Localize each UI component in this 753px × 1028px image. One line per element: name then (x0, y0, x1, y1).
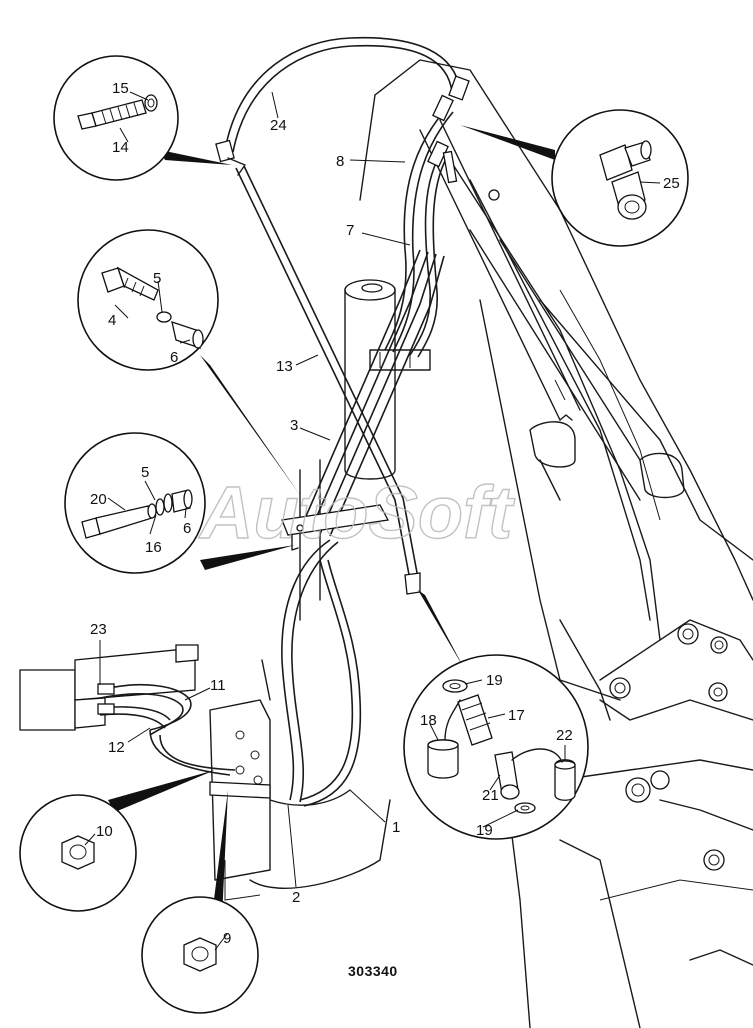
callout-17: 17 (508, 707, 525, 724)
callout-19-bottom: 19 (476, 822, 493, 839)
callout-22: 22 (556, 727, 573, 744)
callout-3: 3 (290, 417, 298, 434)
leader-lines (84, 91, 661, 951)
boom-pins (488, 189, 728, 871)
hydraulic-rams (419, 119, 685, 501)
clamp-bar (281, 504, 390, 551)
callout-24: 24 (270, 117, 287, 134)
callout-16: 16 (145, 539, 162, 556)
callout-15: 15 (112, 80, 129, 97)
hoses-1-2 (269, 539, 362, 807)
lower-chassis (209, 659, 391, 901)
callout-1: 1 (392, 819, 400, 836)
callout-6-spacer: 6 (170, 349, 178, 366)
callout-11: 11 (210, 677, 226, 694)
callout-19-top: 19 (486, 672, 503, 689)
callout-4: 4 (108, 312, 116, 329)
callout-18: 18 (420, 712, 437, 729)
callout-labels: 1 2 3 4 5 6 7 8 9 10 11 12 13 14 15 16 1… (90, 80, 680, 947)
detail-circle-coupling-set (403, 590, 589, 840)
detail-circle-nut-10 (19, 770, 215, 912)
detail-circle-nut-9 (141, 790, 259, 1014)
callout-2: 2 (292, 889, 300, 906)
callout-8: 8 (336, 153, 344, 170)
pipe-24 (215, 36, 470, 176)
callout-9: 9 (223, 930, 231, 947)
callout-7: 7 (346, 222, 354, 239)
drawing-number: 303340 (348, 963, 398, 979)
valve-block (19, 644, 271, 799)
callout-5-washer: 5 (141, 464, 149, 481)
detail-circle-bolt-washer (53, 55, 232, 181)
callout-13: 13 (276, 358, 293, 375)
detail-circle-tee-fitting (460, 109, 689, 247)
callout-21: 21 (482, 787, 499, 804)
callout-12: 12 (108, 739, 125, 756)
watermark: AutoSoft (198, 471, 516, 554)
detail-circle-bolt-washers (64, 432, 295, 574)
callout-25: 25 (663, 175, 680, 192)
callout-10: 10 (96, 823, 113, 840)
callout-5-spacer: 5 (153, 270, 161, 287)
callout-6-washer: 6 (183, 520, 191, 537)
callout-20: 20 (90, 491, 107, 508)
hoses-7-8 (384, 94, 458, 358)
callout-14: 14 (112, 139, 129, 156)
callout-23: 23 (90, 621, 107, 638)
detail-circle-bolt-spacer (77, 229, 300, 495)
